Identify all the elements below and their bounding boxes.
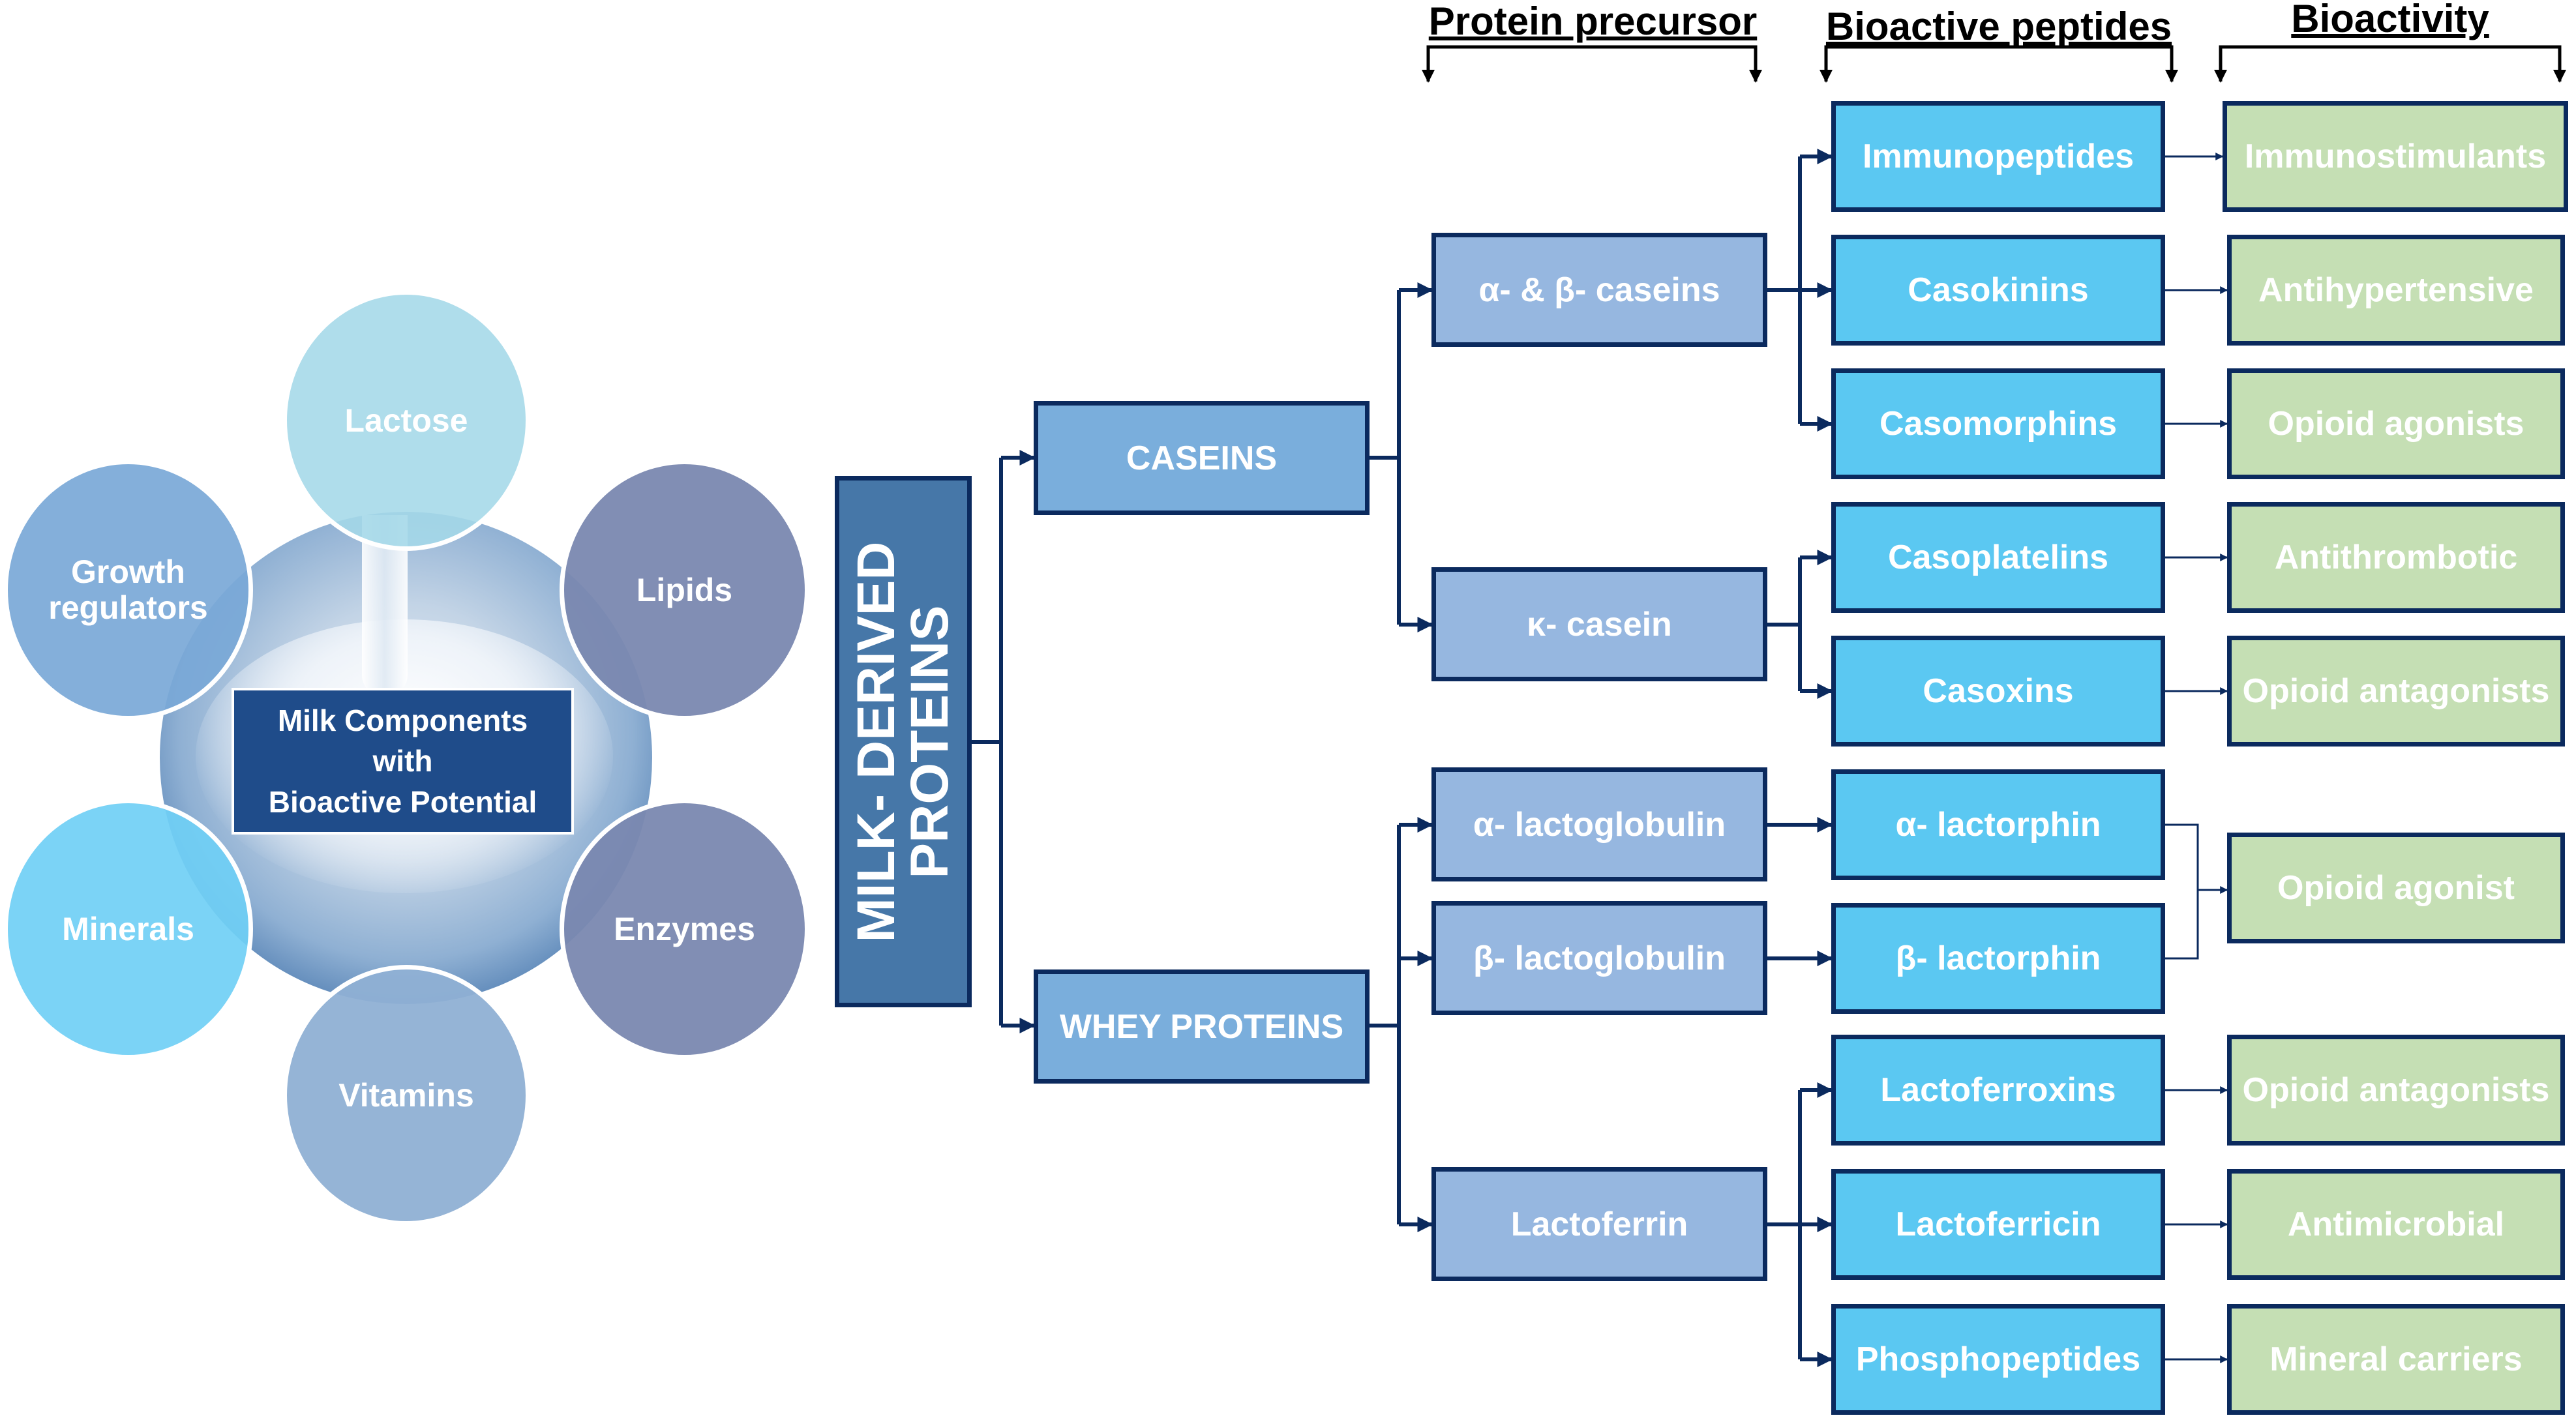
growth-label-line2: regulators (48, 589, 208, 626)
activity-opioid-antagonists-2: Opioid antagonists (2227, 1035, 2565, 1146)
activity-antimicrobial: Antimicrobial (2227, 1169, 2565, 1280)
activity-opioid-agonists: Opioid agonists (2227, 368, 2565, 479)
growth-label-line1: Growth (71, 554, 185, 590)
header-bioactivity: Bioactivity (2291, 0, 2489, 40)
peptide-beta-lactorphin: β- lactorphin (1831, 903, 2165, 1014)
circle-lactose-label: Lactose (344, 402, 468, 439)
circle-minerals-label: Minerals (62, 910, 194, 947)
milk-title-line1: Milk Components (277, 703, 528, 738)
activity-immunostimulants: Immunostimulants (2223, 101, 2568, 212)
header-bioactive-peptides: Bioactive peptides (1825, 5, 2172, 48)
mdp-line1: MILK- DERIVED (846, 541, 906, 942)
peptide-lactoferroxins: Lactoferroxins (1831, 1035, 2165, 1146)
circle-lipids: Lipids (560, 460, 809, 720)
activity-opioid-agonist: Opioid agonist (2227, 833, 2565, 943)
circle-vitamins-label: Vitamins (338, 1076, 474, 1114)
circle-lipids-label: Lipids (636, 571, 733, 608)
peptide-immunopeptides: Immunopeptides (1831, 101, 2165, 212)
milk-derived-proteins-label: MILK- DERIVED PROTEINS (846, 541, 959, 942)
peptide-casoplatelins: Casoplatelins (1831, 502, 2165, 613)
circle-lactose: Lactose (282, 290, 530, 551)
milk-components-title: Milk Components with Bioactive Potential (232, 688, 574, 835)
circle-vitamins: Vitamins (282, 965, 530, 1226)
peptide-alpha-lactorphin: α- lactorphin (1831, 769, 2165, 880)
precursor-kappa-casein: κ- casein (1431, 567, 1767, 681)
header-protein-precursor: Protein precursor (1428, 0, 1758, 43)
activity-antithrombotic: Antithrombotic (2227, 502, 2565, 613)
peptide-lactoferricin: Lactoferricin (1831, 1169, 2165, 1280)
activity-opioid-antagonists-1: Opioid antagonists (2227, 636, 2565, 747)
activity-mineral-carriers: Mineral carriers (2227, 1304, 2565, 1415)
peptide-phosphopeptides: Phosphopeptides (1831, 1304, 2165, 1415)
precursor-lactoferrin: Lactoferrin (1431, 1167, 1767, 1281)
precursor-alpha-beta-caseins: α- & β- caseins (1431, 233, 1767, 347)
milk-title-line2: with (372, 744, 433, 778)
circle-minerals: Minerals (3, 799, 253, 1059)
circle-enzymes: Enzymes (560, 799, 809, 1059)
peptide-casoxins: Casoxins (1831, 636, 2165, 747)
mdp-line2: PROTEINS (900, 604, 959, 879)
circle-enzymes-label: Enzymes (614, 910, 755, 947)
milk-title-line3: Bioactive Potential (268, 784, 537, 819)
precursor-alpha-lactoglobulin: α- lactoglobulin (1431, 767, 1767, 881)
activity-antihypertensive: Antihypertensive (2227, 235, 2565, 346)
circle-growth-regulators: Growth regulators (3, 460, 253, 720)
precursor-beta-lactoglobulin: β- lactoglobulin (1431, 901, 1767, 1015)
milk-derived-proteins-box: MILK- DERIVED PROTEINS (835, 476, 972, 1007)
peptide-casomorphins: Casomorphins (1831, 368, 2165, 479)
whey-proteins-box: WHEY PROTEINS (1034, 969, 1370, 1084)
peptide-casokinins: Casokinins (1831, 235, 2165, 346)
caseins-box: CASEINS (1034, 401, 1370, 515)
